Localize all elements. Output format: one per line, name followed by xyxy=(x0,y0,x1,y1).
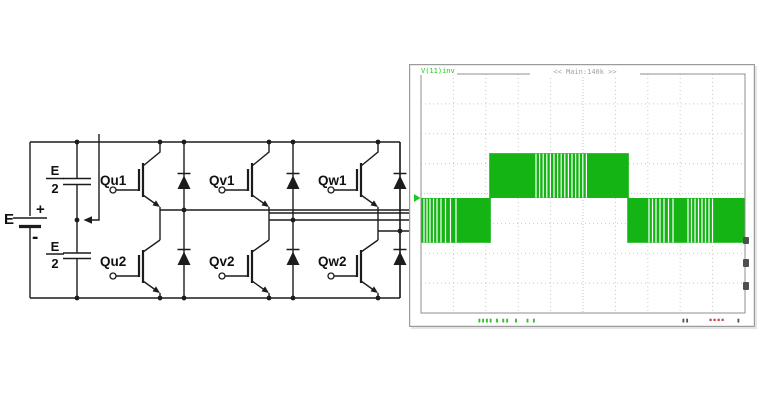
label-qu2: Qu2 xyxy=(100,254,126,269)
label-qv2: Qv2 xyxy=(209,254,235,269)
phase-output-lines xyxy=(160,209,410,232)
scroll-handle-1[interactable] xyxy=(743,237,749,244)
status-bar-left: ▮▮▮▮ ▮ ▮▮ ▮ ▮ ▮ xyxy=(478,318,537,324)
diode-top-icon xyxy=(286,175,300,189)
dc-source-symbol xyxy=(13,142,47,298)
diode-bottom-icon xyxy=(286,251,300,265)
leg-u xyxy=(109,142,191,298)
gate-terminal-icon xyxy=(109,272,117,280)
inverter-legs xyxy=(109,142,407,298)
fraction-bars xyxy=(46,177,64,255)
gate-terminal-icon xyxy=(218,186,226,194)
channel-label: V(11)inv xyxy=(419,67,457,75)
diode-bottom-icon xyxy=(177,251,191,265)
status-bar-red: ▪▪▪▪ xyxy=(709,318,726,323)
diode-bars xyxy=(286,172,300,251)
label-qu1: Qu1 xyxy=(100,173,127,188)
oscilloscope-display xyxy=(414,69,746,314)
junction-dots xyxy=(74,139,403,301)
pwm-waveform-trace xyxy=(421,153,745,243)
diode-bottom-icon xyxy=(393,251,407,265)
label-qw1: Qw1 xyxy=(318,173,347,188)
label-qv1: Qv1 xyxy=(209,173,235,188)
diode-bars xyxy=(393,172,407,251)
scroll-handle-3[interactable] xyxy=(743,282,749,290)
cap-top-den: 2 xyxy=(51,181,58,196)
gate-terminal-icon xyxy=(218,272,226,280)
leg-w xyxy=(327,142,407,298)
capacitor-bottom-icon xyxy=(63,252,91,260)
neutral-point-arrow xyxy=(83,134,100,224)
gate-terminal-icon xyxy=(327,272,335,280)
source-plus-label: + xyxy=(36,201,45,218)
status-bar-mid: ▮▮ xyxy=(682,318,690,324)
scroll-handle-2[interactable] xyxy=(743,259,749,267)
status-bar-right: ▮ xyxy=(737,318,741,324)
leg-v xyxy=(218,142,300,298)
oscilloscope-window: V(11)inv << Main:140k >> ▮▮▮▮ ▮ ▮▮ ▮ ▮ ▮… xyxy=(409,64,755,327)
cap-bottom-den: 2 xyxy=(51,256,58,271)
label-qw2: Qw2 xyxy=(318,254,347,269)
timebase-label: << Main:140k >> xyxy=(530,69,640,76)
diode-bars xyxy=(177,172,191,251)
source-label: E xyxy=(4,211,14,228)
gate-terminal-icon xyxy=(109,186,117,194)
diode-top-icon xyxy=(177,175,191,189)
gate-terminal-icon xyxy=(327,186,335,194)
capacitor-top-icon xyxy=(63,177,91,186)
cap-bottom-num: E xyxy=(51,239,60,254)
channel1-level-marker-icon[interactable] xyxy=(414,194,421,202)
diode-top-icon xyxy=(393,175,407,189)
source-minus-label: - xyxy=(32,227,38,248)
cap-top-num: E xyxy=(51,163,60,178)
